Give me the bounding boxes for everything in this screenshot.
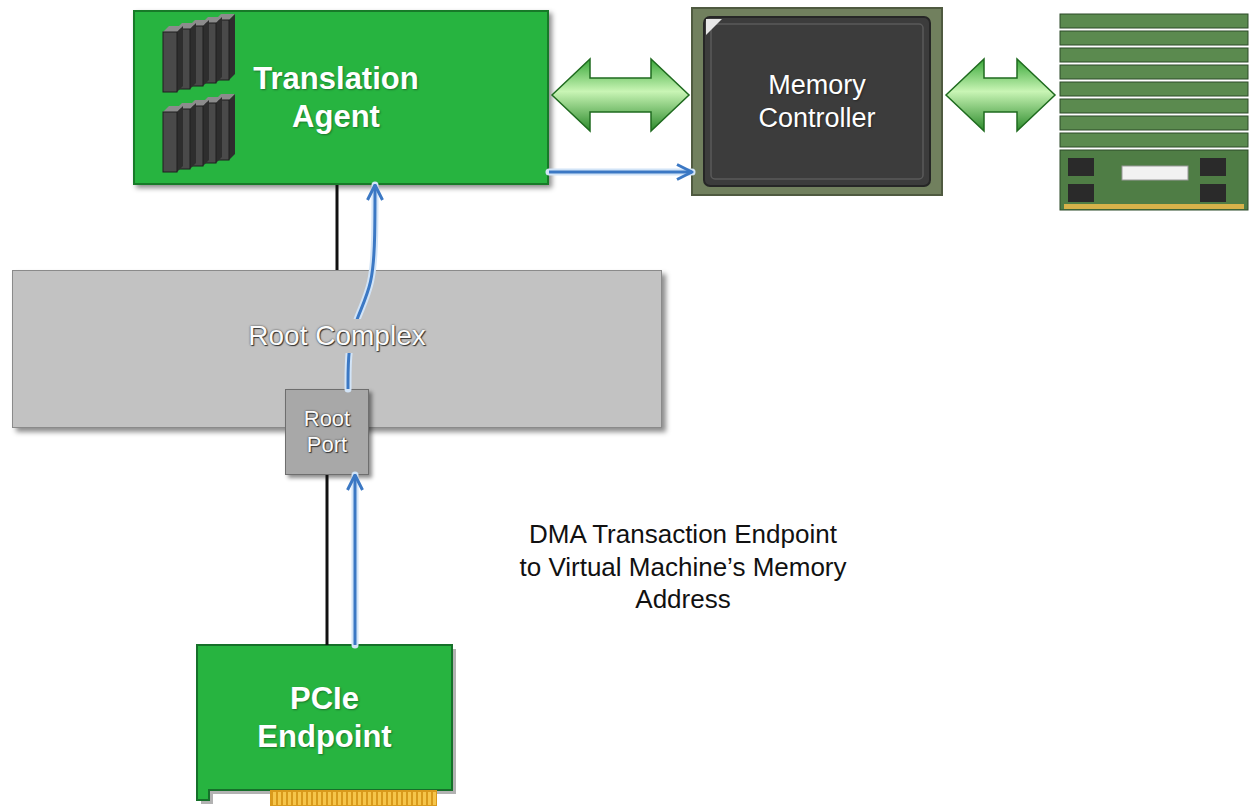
gold-finger	[303, 792, 306, 805]
gold-finger	[323, 792, 326, 805]
node-label: Root Port	[292, 406, 362, 459]
gold-finger	[273, 792, 276, 805]
gold-finger	[363, 792, 366, 805]
gold-finger	[328, 792, 331, 805]
gold-finger	[408, 792, 411, 805]
node-label: Memory Controller	[725, 69, 910, 134]
card-body	[197, 645, 452, 800]
chip-board	[692, 8, 942, 195]
node-label: PCIe Endpoint	[240, 680, 410, 754]
gold-finger	[388, 792, 391, 805]
gold-finger	[418, 792, 421, 805]
memory-module	[1060, 65, 1248, 79]
chip-package	[704, 17, 930, 186]
server-icon	[163, 94, 235, 172]
gold-finger	[333, 792, 336, 805]
connector-line	[348, 185, 375, 389]
gold-finger	[293, 792, 296, 805]
memory-controller-chip: Memory Controller	[692, 8, 942, 195]
gold-finger	[313, 792, 316, 805]
connector-line	[549, 171, 692, 174]
gold-finger	[393, 792, 396, 805]
node-label: Root Complex	[240, 319, 433, 353]
memory-module	[1060, 150, 1248, 210]
gold-finger	[288, 792, 291, 805]
dma-arrow	[355, 475, 356, 645]
connector-line	[336, 185, 339, 270]
block-arrow-shape	[552, 59, 689, 131]
pcie-endpoint-card: PCIe Endpoint	[197, 645, 452, 808]
gold-finger	[343, 792, 346, 805]
gold-finger	[403, 792, 406, 805]
double-block-arrow	[552, 59, 689, 131]
memory-module	[1060, 133, 1248, 147]
memory-chip	[1068, 158, 1094, 176]
gold-finger	[433, 792, 436, 805]
gold-finger	[423, 792, 426, 805]
memory-module	[1060, 31, 1248, 45]
chip-bevel	[711, 24, 923, 179]
node-label: Translation Agent	[236, 60, 436, 134]
link-line	[337, 185, 338, 270]
link-line	[327, 475, 328, 645]
memory-modules	[1060, 14, 1248, 210]
memory-module	[1060, 82, 1248, 96]
gold-finger	[353, 792, 356, 805]
arrow-glow	[549, 169, 692, 176]
gold-finger	[383, 792, 386, 805]
server-icon	[163, 14, 235, 92]
translated-access-arrow	[549, 172, 692, 173]
root-port-box: Root Port	[285, 389, 369, 475]
arrow-glow	[352, 475, 359, 645]
memory-double-arrow	[946, 59, 1055, 131]
gold-finger	[338, 792, 341, 805]
memory-module	[1060, 14, 1248, 28]
gold-finger	[278, 792, 281, 805]
gold-finger	[318, 792, 321, 805]
chip-outline	[692, 8, 942, 195]
memory-chip	[1200, 184, 1226, 202]
gold-finger	[368, 792, 371, 805]
memory-contacts	[1064, 204, 1244, 209]
gold-finger	[348, 792, 351, 805]
memory-chip	[1200, 158, 1226, 176]
connector-line	[354, 475, 357, 645]
edge-label: DMA Transaction Endpoint to Virtual Mach…	[516, 518, 850, 616]
card-edge-connector	[270, 790, 437, 806]
memory-module	[1060, 116, 1248, 130]
gold-finger	[413, 792, 416, 805]
gold-finger	[298, 792, 301, 805]
gold-finger	[378, 792, 381, 805]
memory-chip	[1068, 184, 1094, 202]
translation-request-arrow	[348, 185, 375, 389]
memory-sticker	[1122, 166, 1188, 180]
gold-finger	[428, 792, 431, 805]
gold-finger	[358, 792, 361, 805]
chip-corner-mark	[706, 19, 722, 35]
memory-module	[1060, 99, 1248, 113]
root-complex-band: Root ComplexRoot Port	[12, 270, 662, 428]
memory-module	[1060, 48, 1248, 62]
arrow-glow	[348, 185, 375, 389]
gold-finger	[283, 792, 286, 805]
gold-finger	[308, 792, 311, 805]
gold-finger	[373, 792, 376, 805]
gold-finger	[398, 792, 401, 805]
connector-line	[326, 475, 329, 645]
